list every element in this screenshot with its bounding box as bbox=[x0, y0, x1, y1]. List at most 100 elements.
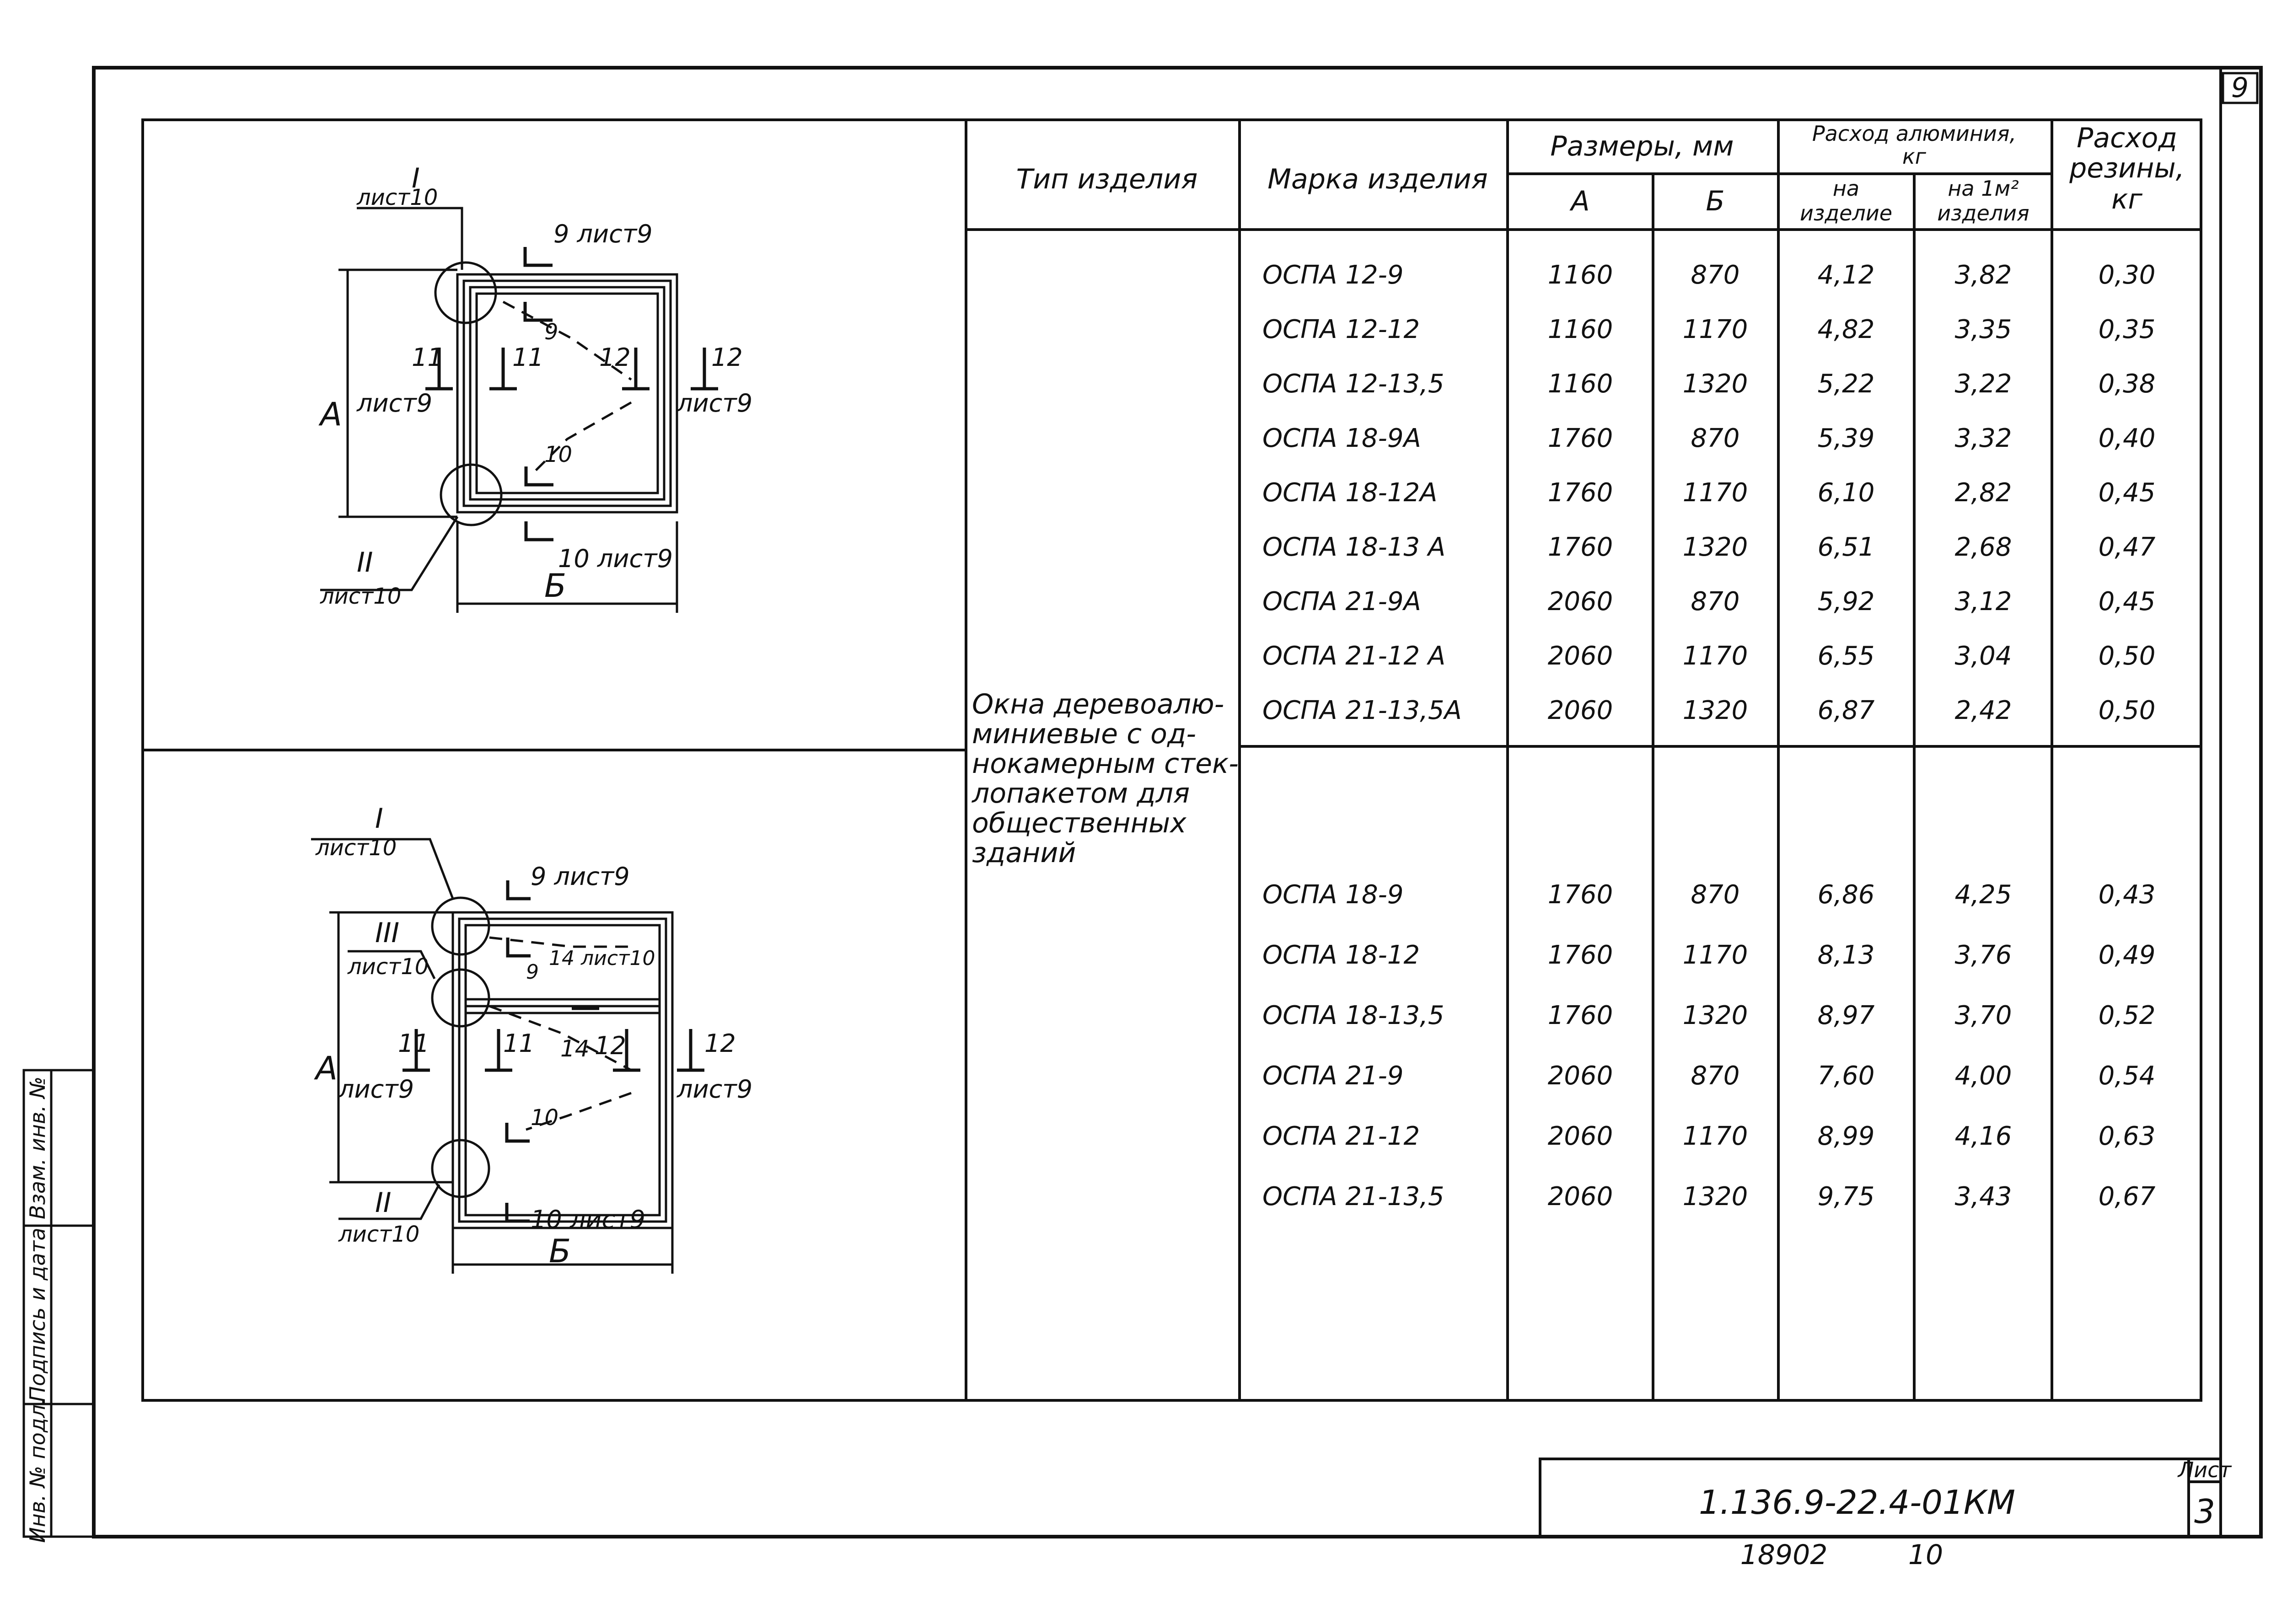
title-block bbox=[1539, 1458, 2222, 1538]
cell-dim-a: 2060 bbox=[1548, 587, 1613, 616]
cell-mark: ОСПА 18-12А bbox=[1262, 478, 1437, 508]
cell-alum-m2: 3,04 bbox=[1955, 641, 2012, 671]
cell-alum-m2: 3,32 bbox=[1955, 423, 2012, 453]
cell-dim-a: 2060 bbox=[1548, 641, 1613, 671]
cell-dim-a: 2060 bbox=[1548, 1182, 1613, 1211]
cell-dim-b: 1170 bbox=[1683, 1121, 1748, 1151]
cell-alum-m2: 4,25 bbox=[1955, 880, 2012, 910]
cell-dim-b: 870 bbox=[1691, 1061, 1740, 1091]
stamp-replace-inv: Взам. инв. № bbox=[25, 1077, 50, 1219]
cell-dim-a: 2060 bbox=[1548, 696, 1613, 725]
cell-rubber: 0,35 bbox=[2099, 315, 2156, 344]
cell-dim-b: 870 bbox=[1691, 587, 1740, 616]
cell-dim-b: 1320 bbox=[1683, 369, 1748, 399]
cell-dim-b: 1170 bbox=[1683, 478, 1748, 508]
cell-dim-b: 1170 bbox=[1683, 940, 1748, 970]
cell-dim-a: 1760 bbox=[1548, 532, 1613, 562]
cell-alum-item: 4,82 bbox=[1818, 315, 1875, 344]
cell-alum-m2: 2,82 bbox=[1955, 478, 2012, 508]
dimension-a: А bbox=[318, 396, 342, 433]
cell-mark: ОСПА 18-9 bbox=[1262, 880, 1404, 910]
section-9-b: 9 bbox=[544, 319, 558, 345]
cell-alum-item: 5,39 bbox=[1818, 423, 1875, 453]
type-line: миниевые с од- bbox=[972, 718, 1196, 750]
cell-rubber: 0,40 bbox=[2099, 423, 2156, 453]
type-description: Окна деревоалю- миниевые с од- нокамерны… bbox=[972, 688, 1239, 869]
window-drawing-2-labels: I лист10 III лист10 II лист10 9 лист9 9 … bbox=[314, 803, 752, 1270]
cell-mark: ОСПА 12-13,5 bbox=[1262, 369, 1444, 399]
section-12-b: 12 bbox=[595, 1031, 626, 1060]
cell-rubber: 0,67 bbox=[2099, 1182, 2156, 1211]
section-12-b: 12 bbox=[599, 343, 631, 372]
ref-II-sheet: лист10 bbox=[338, 1222, 419, 1247]
cell-dim-a: 1760 bbox=[1548, 1001, 1613, 1030]
cell-alum-item: 8,99 bbox=[1818, 1121, 1875, 1151]
side-stamp bbox=[22, 1069, 95, 1538]
cell-dim-a: 1160 bbox=[1548, 369, 1613, 399]
cell-alum-item: 9,75 bbox=[1818, 1182, 1875, 1211]
header-alum-1: Расход алюминия, bbox=[1812, 121, 2016, 146]
top-sheet-number-text: 9 bbox=[2231, 72, 2249, 104]
section-10-b: 10 bbox=[544, 442, 572, 467]
cell-alum-item: 8,97 bbox=[1818, 1001, 1875, 1030]
cell-dim-b: 1320 bbox=[1683, 1001, 1748, 1030]
cell-rubber: 0,52 bbox=[2099, 1001, 2156, 1030]
cell-alum-item: 6,55 bbox=[1818, 641, 1875, 671]
cell-alum-item: 6,86 bbox=[1818, 880, 1875, 910]
cell-rubber: 0,49 bbox=[2099, 940, 2156, 970]
type-line: нокамерным стек- bbox=[972, 748, 1239, 780]
cell-rubber: 0,45 bbox=[2099, 478, 2156, 508]
section-10-b: 10 bbox=[531, 1105, 558, 1131]
header-dim-a: А bbox=[1569, 185, 1589, 217]
section-11-sheet: лист9 bbox=[338, 1075, 414, 1104]
header-alum-item-1: на bbox=[1833, 176, 1859, 201]
ref-I-sheet: лист10 bbox=[356, 185, 438, 210]
type-line: общественных bbox=[972, 807, 1186, 839]
cell-dim-a: 1160 bbox=[1548, 315, 1613, 344]
cell-rubber: 0,54 bbox=[2099, 1061, 2156, 1091]
cell-mark: ОСПА 21-9 bbox=[1262, 1061, 1404, 1091]
cell-mark: ОСПА 18-12 bbox=[1262, 940, 1420, 970]
type-line: зданий bbox=[972, 837, 1076, 869]
cell-mark: ОСПА 18-13,5 bbox=[1262, 1001, 1444, 1030]
cell-dim-a: 1760 bbox=[1548, 880, 1613, 910]
cell-alum-item: 5,22 bbox=[1818, 369, 1875, 399]
sheet-label: Лист bbox=[2177, 1458, 2232, 1482]
section-12: 12 bbox=[711, 343, 743, 372]
section-11-b: 11 bbox=[512, 343, 544, 372]
cell-dim-b: 1170 bbox=[1683, 315, 1748, 344]
cell-alum-m2: 3,22 bbox=[1955, 369, 2012, 399]
window-drawing-1 bbox=[320, 207, 718, 613]
cell-dim-a: 1160 bbox=[1548, 260, 1613, 290]
cell-dim-a: 1760 bbox=[1548, 940, 1613, 970]
sheet-number: 3 bbox=[2194, 1492, 2215, 1531]
cell-alum-m2: 4,16 bbox=[1955, 1121, 2012, 1151]
section-11: 11 bbox=[412, 343, 443, 372]
section-14: 14 лист10 bbox=[549, 947, 655, 970]
header-type: Тип изделия bbox=[1016, 163, 1198, 195]
header-dims: Размеры, мм bbox=[1550, 130, 1734, 162]
stamp-sign-date: Подпись и дата bbox=[25, 1227, 50, 1402]
cell-dim-a: 2060 bbox=[1548, 1061, 1613, 1091]
ref-I-sheet: лист10 bbox=[315, 835, 397, 861]
ref-II: II bbox=[375, 1187, 391, 1219]
cell-rubber: 0,38 bbox=[2099, 369, 2156, 399]
footer-page: 10 bbox=[1908, 1539, 1943, 1571]
sheet-frame bbox=[92, 66, 2263, 1538]
cell-dim-b: 1320 bbox=[1683, 1182, 1748, 1211]
ref-III-sheet: лист10 bbox=[347, 954, 429, 980]
cell-alum-m2: 3,35 bbox=[1955, 315, 2012, 344]
header-mark: Марка изделия bbox=[1267, 163, 1487, 195]
cell-alum-item: 6,87 bbox=[1818, 696, 1875, 725]
